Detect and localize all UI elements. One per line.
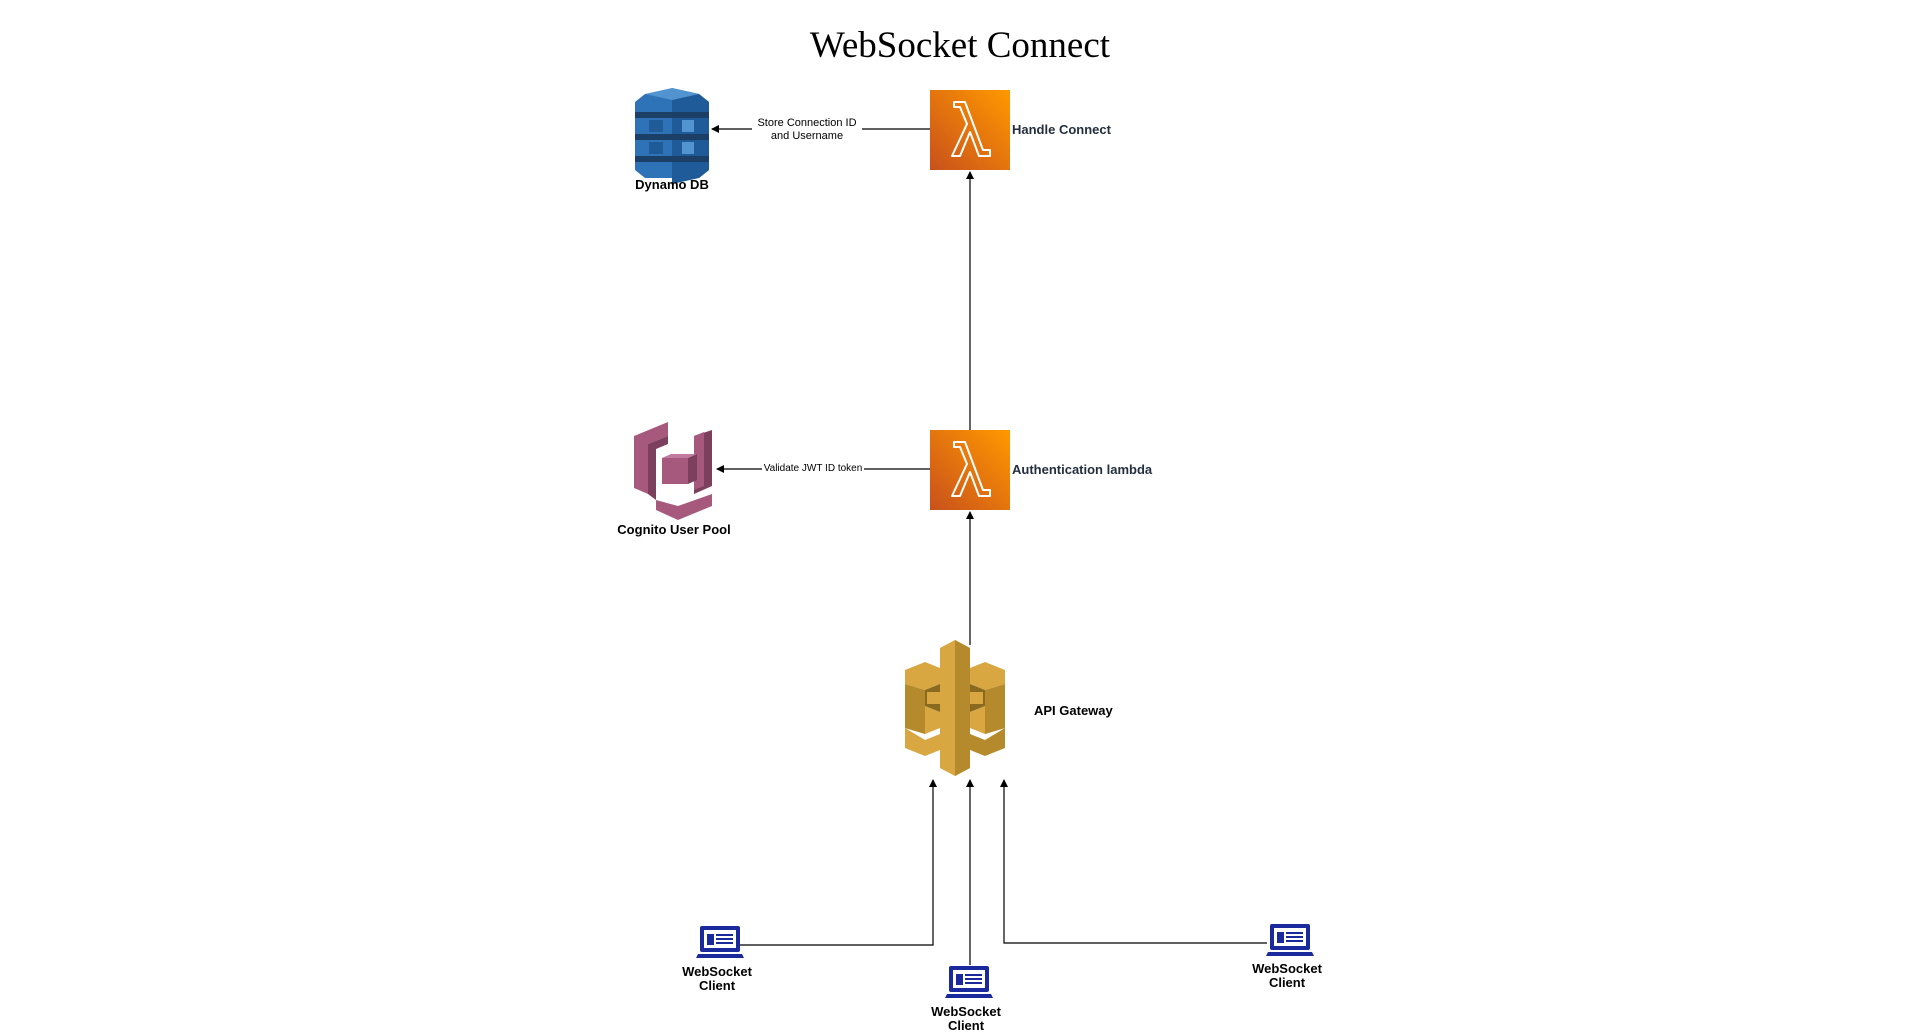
api-gateway-label: API Gateway bbox=[1034, 703, 1113, 718]
client-center-label-line1: WebSocket bbox=[931, 1004, 1001, 1019]
diagram-title: WebSocket Connect bbox=[809, 25, 1111, 66]
client-left-label-line2: Client bbox=[698, 978, 736, 993]
store-connection-line2: and Username bbox=[770, 130, 844, 142]
api-gateway-icon[interactable] bbox=[905, 640, 1005, 776]
edge-client-left-to-gateway bbox=[740, 779, 937, 946]
client-left-label-line1: WebSocket bbox=[682, 964, 752, 979]
client-center-label: WebSocket Client bbox=[911, 1005, 1021, 1033]
dynamodb-icon[interactable] bbox=[635, 88, 709, 184]
laptop-icon[interactable] bbox=[696, 926, 744, 958]
dynamo-db-label: Dynamo DB bbox=[635, 177, 709, 192]
cognito-label: Cognito User Pool bbox=[617, 522, 731, 537]
handle-connect-label: Handle Connect bbox=[1012, 122, 1111, 137]
client-right-label-line2: Client bbox=[1268, 975, 1306, 990]
store-connection-line1: Store Connection ID bbox=[757, 117, 857, 129]
laptop-icon[interactable] bbox=[1266, 924, 1314, 956]
edge-client-right-to-gateway bbox=[1000, 779, 1267, 944]
client-left-label: WebSocket Client bbox=[662, 965, 772, 993]
laptop-icon[interactable] bbox=[945, 966, 993, 998]
client-right-label: WebSocket Client bbox=[1232, 962, 1342, 990]
connectors bbox=[711, 125, 1267, 965]
auth-lambda-label: Authentication lambda bbox=[1012, 462, 1153, 477]
lambda-icon[interactable] bbox=[930, 90, 1010, 170]
lambda-icon[interactable] bbox=[930, 430, 1010, 510]
store-connection-label: Store Connection ID and Username bbox=[752, 117, 862, 143]
client-right-label-line1: WebSocket bbox=[1252, 961, 1322, 976]
client-center-label-line2: Client bbox=[947, 1018, 985, 1033]
validate-jwt-label: Validate JWT ID token bbox=[762, 462, 864, 475]
cognito-icon[interactable] bbox=[634, 422, 712, 520]
